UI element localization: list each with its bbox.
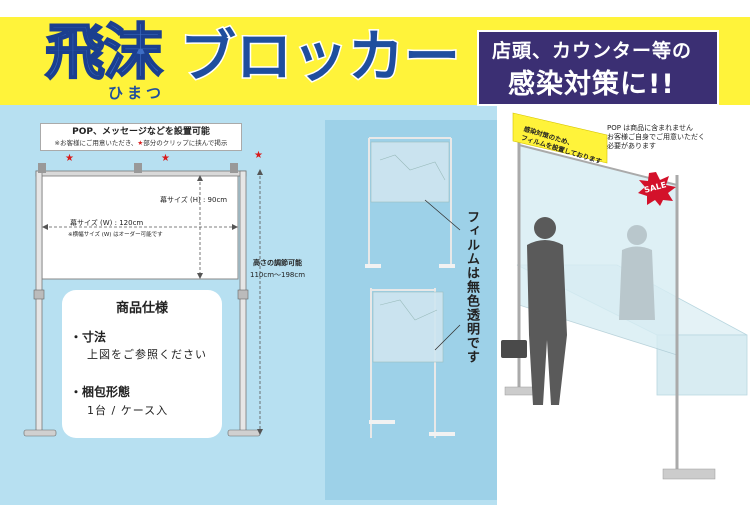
star-marker-3: ★ <box>254 150 263 161</box>
title-furigana: ひまつ <box>108 84 166 102</box>
adjustable-height-label: 高さの調節可能 <box>253 259 302 267</box>
width-dimension-label: 幕サイズ (W) : 120cm <box>70 219 144 227</box>
left-joint <box>33 289 45 300</box>
height-dimension-label: 幕サイズ (H) : 90cm <box>160 196 228 204</box>
pop-note-star: ★ <box>137 139 144 147</box>
pop-callout-title: POP、メッセージなどを設置可能 <box>72 127 210 137</box>
tagline-line2: 感染対策に!! <box>508 69 675 100</box>
right-pole <box>239 170 247 434</box>
product-photos <box>365 137 461 438</box>
width-order-note: ※横幅サイズ (W) はオーダー可能です <box>68 232 163 238</box>
spec-packaging-label: ・梱包形態 <box>70 385 131 399</box>
pop-callout-box <box>40 123 242 151</box>
left-foot <box>23 429 57 437</box>
film-transparent-caption: フィルムは無色透明です <box>464 210 479 364</box>
spec-card <box>62 290 222 438</box>
film-photo-bottom <box>372 291 444 363</box>
pop-not-included-line1: POP は商品に含まれません <box>607 124 693 132</box>
sale-badge <box>638 172 676 206</box>
usage-illustration <box>501 112 748 480</box>
pop-callout-note: ※お客様にご用意いただき、★部分のクリップに挟んで掲示 <box>40 137 242 147</box>
clip-left <box>38 163 46 173</box>
tagline-line1: 店頭、カウンター等の <box>492 40 693 62</box>
pop-not-included-note: POP は商品に含まれません お客様ご自身でご用意いただく 必要があります <box>607 124 705 151</box>
clip-middle <box>134 163 142 173</box>
adjustable-height-range: 110cm〜198cm <box>250 271 306 279</box>
pop-not-included-line2: お客様ご自身でご用意いただく <box>607 133 705 141</box>
pop-not-included-line3: 必要があります <box>607 142 656 150</box>
film-photo-top <box>370 141 450 203</box>
clip-right <box>230 163 238 173</box>
star-marker-1: ★ <box>65 153 74 164</box>
spec-dimensions-label: ・寸法 <box>70 330 107 344</box>
right-foot <box>227 429 261 437</box>
spec-packaging-value: 1台 / ケース入 <box>87 404 169 417</box>
spec-title: 商品仕様 <box>115 301 168 316</box>
title-katakana: ブロッカー <box>179 25 462 90</box>
stand-dimension-diagram <box>23 163 263 437</box>
pop-note-suffix: 部分のクリップに挟んで掲示 <box>143 139 228 147</box>
pop-note-prefix: ※お客様にご用意いただき、 <box>54 139 138 147</box>
spec-dimensions-value: 上図をご参照ください <box>87 348 207 361</box>
left-pole <box>35 170 43 434</box>
right-joint <box>237 289 249 300</box>
title-kanji: 飛沫 <box>44 18 164 88</box>
star-marker-2: ★ <box>161 153 170 164</box>
